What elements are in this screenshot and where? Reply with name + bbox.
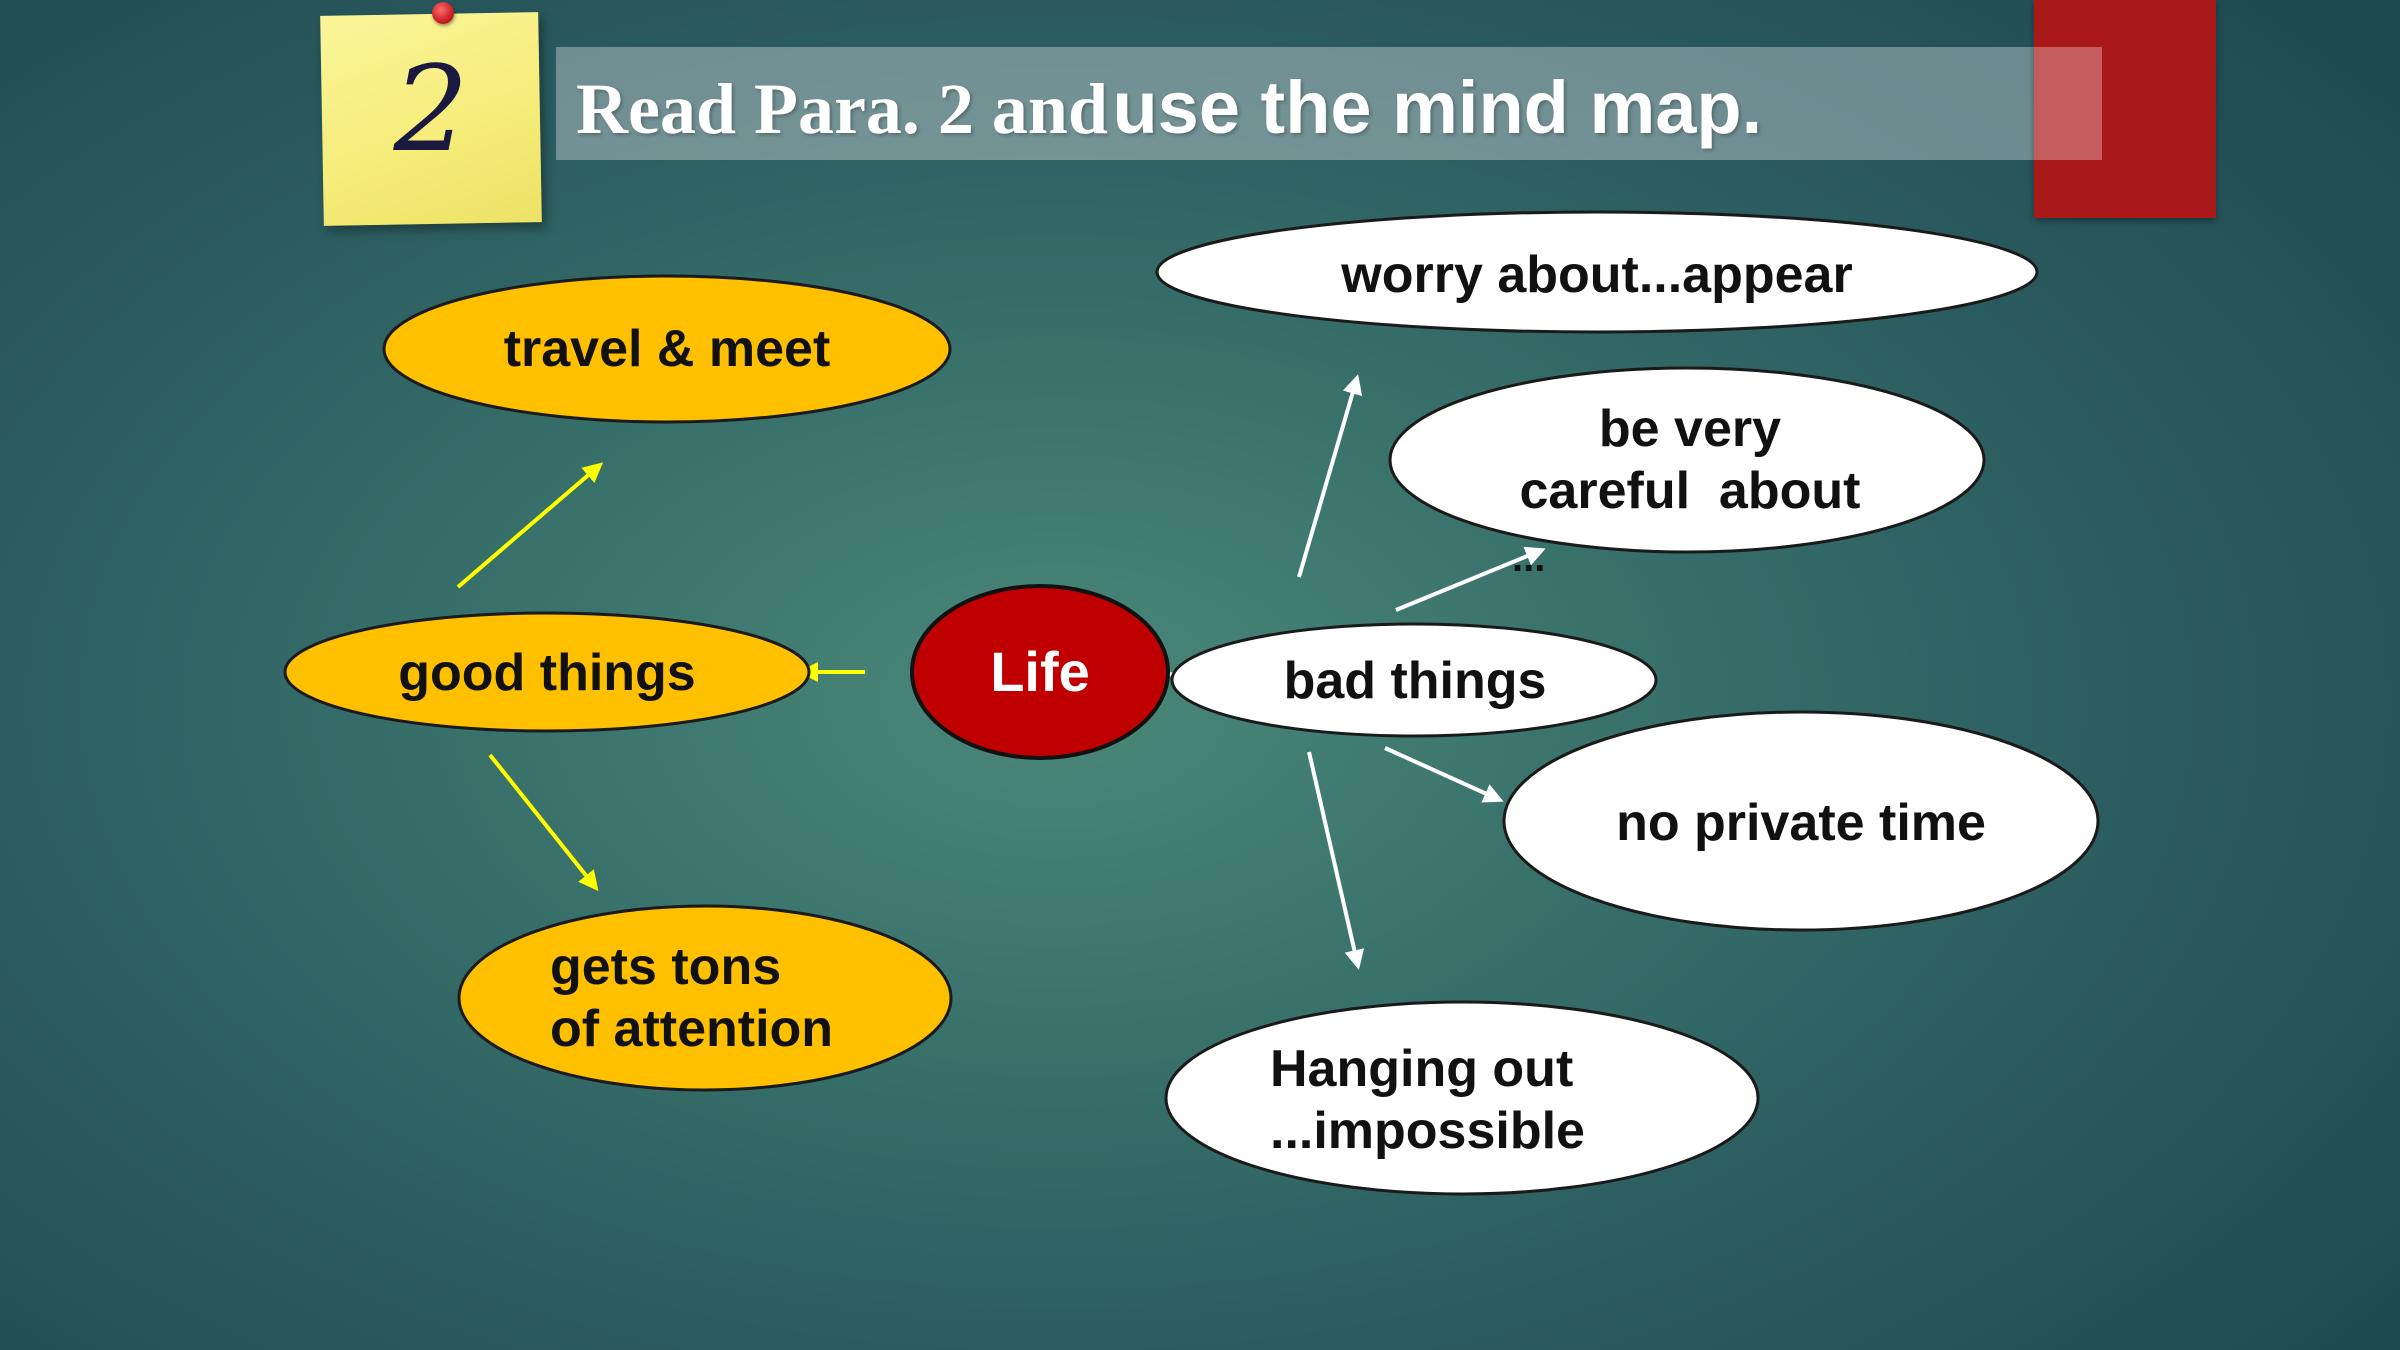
node-good-things bbox=[283, 611, 811, 733]
label-worry: worry about...appear bbox=[1341, 246, 1853, 304]
title-banner bbox=[556, 47, 2102, 160]
step-number: 2 bbox=[393, 40, 469, 178]
node-careful bbox=[1388, 366, 1986, 554]
title-banner-overlap bbox=[2034, 47, 2102, 160]
push-pin-icon bbox=[432, 2, 454, 24]
node-private-time bbox=[1502, 710, 2100, 932]
label-attention: gets tons of attention bbox=[550, 938, 834, 1058]
node-attention bbox=[457, 904, 953, 1092]
label-hanging-out: Hanging out ...impossible bbox=[1270, 1040, 1585, 1160]
node-hanging-out bbox=[1164, 1000, 1760, 1196]
label-careful-ellipsis: ... bbox=[1512, 536, 1546, 580]
label-careful: be very careful about bbox=[1519, 400, 1861, 520]
label-private-time: no private time bbox=[1616, 794, 1986, 852]
node-life bbox=[910, 584, 1170, 760]
label-good-things: good things bbox=[398, 644, 696, 702]
title-part-2: use the mind map. bbox=[1112, 66, 1763, 149]
arrow-bad-to-careful bbox=[1395, 546, 1546, 612]
label-travel-meet: travel & meet bbox=[503, 320, 831, 378]
label-bad-things: bad things bbox=[1283, 652, 1547, 710]
slide-title: Read Para. 2 and use the mind map. bbox=[576, 58, 1762, 158]
node-worry bbox=[1155, 210, 2039, 334]
node-bad-things bbox=[1170, 622, 1658, 738]
arrow-bad-to-hanging bbox=[1307, 751, 1365, 970]
arrow-bad-to-private bbox=[1384, 746, 1504, 803]
arrow-bad-to-worry bbox=[1297, 374, 1363, 578]
arrow-good-to-attention bbox=[488, 753, 599, 892]
arrow-good-to-travel bbox=[456, 462, 604, 589]
title-part-1: Read Para. 2 and bbox=[576, 69, 1109, 149]
label-life: Life bbox=[990, 640, 1090, 703]
node-travel-meet bbox=[382, 274, 952, 424]
